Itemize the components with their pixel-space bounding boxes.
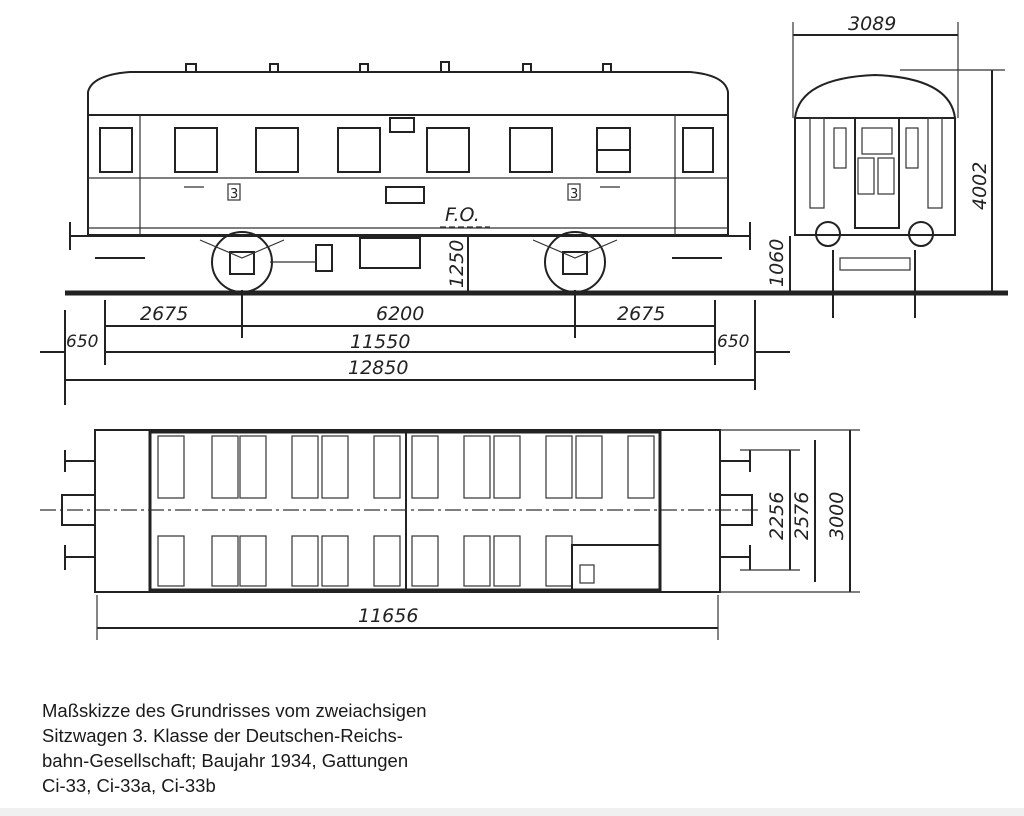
seat [321, 435, 349, 499]
seat [157, 535, 185, 587]
wheel-right [532, 231, 618, 293]
dim-plan-length: 11656 [358, 605, 418, 627]
seat [545, 435, 573, 499]
end-body [794, 117, 956, 236]
class-marker-frame [227, 183, 241, 201]
seat [627, 435, 655, 499]
seat [411, 435, 439, 499]
seat [411, 535, 439, 587]
seat [291, 435, 319, 499]
roof-vents [185, 61, 612, 73]
dim-wheelbase: 6200 [376, 303, 424, 325]
dim-end-height: 4002 [969, 162, 991, 210]
dim-plan-width-inner: 2256 [766, 492, 788, 540]
dim-body-length: 11550 [350, 331, 410, 353]
windows [99, 117, 714, 173]
dimension-lines [40, 290, 790, 405]
seat [463, 435, 491, 499]
class-marker-left: 3 [230, 187, 238, 202]
seat [211, 435, 239, 499]
caption-line: Maßskizze des Grundrisses vom zweiachsig… [42, 700, 427, 721]
class-marker-frame [567, 183, 581, 201]
seat [575, 435, 603, 499]
plan-buffers [61, 450, 753, 570]
buffer-right [908, 221, 934, 247]
dim-buffer-height: 1060 [766, 239, 788, 287]
side-view: 3 3 F.O. 1250 [40, 61, 1008, 405]
caption: Maßskizze des Grundrisses vom zweiachsig… [42, 698, 427, 798]
plan-view: 11656 2256 2576 3000 [40, 429, 860, 640]
bottom-strip [0, 808, 1024, 816]
seat [239, 435, 267, 499]
seat [493, 435, 521, 499]
dim-buffer-right: 650 [717, 332, 749, 352]
seat [157, 435, 185, 499]
roof [87, 71, 729, 116]
caption-line: bahn-Gesellschaft; Baujahr 1934, Gattung… [42, 750, 409, 771]
dim-plan-width-body: 2576 [791, 492, 813, 540]
dim-end-width: 3089 [848, 13, 896, 35]
battery-box [359, 237, 421, 269]
class-marker-right: 3 [570, 187, 578, 202]
dim-buffer-left: 650 [66, 332, 98, 352]
seat [239, 535, 267, 587]
dim-overall-length: 12850 [348, 357, 408, 379]
floor-height-dim: 1250 [446, 240, 468, 288]
buffer-left [815, 221, 841, 247]
floor-label: F.O. [445, 204, 480, 226]
seat [321, 535, 349, 587]
caption-line: Ci-33, Ci-33a, Ci-33b [42, 775, 216, 796]
seat [545, 535, 573, 587]
dim-overhang-left: 2675 [140, 303, 188, 325]
name-board [385, 186, 425, 204]
end-view: 3089 4002 1060 [766, 13, 1005, 318]
caption-line: Sitzwagen 3. Klasse der Deutschen-Reichs… [42, 725, 403, 746]
seat [373, 435, 401, 499]
toilet [571, 544, 661, 591]
seat [463, 535, 491, 587]
seat [291, 535, 319, 587]
buffers [69, 222, 751, 259]
plan-outline [94, 429, 721, 593]
seat [211, 535, 239, 587]
seats [157, 435, 655, 587]
seat [373, 535, 401, 587]
seat [493, 535, 521, 587]
dim-overhang-right: 2675 [617, 303, 665, 325]
brake-cylinder [315, 244, 333, 272]
dim-plan-width-overall: 3000 [826, 492, 848, 540]
